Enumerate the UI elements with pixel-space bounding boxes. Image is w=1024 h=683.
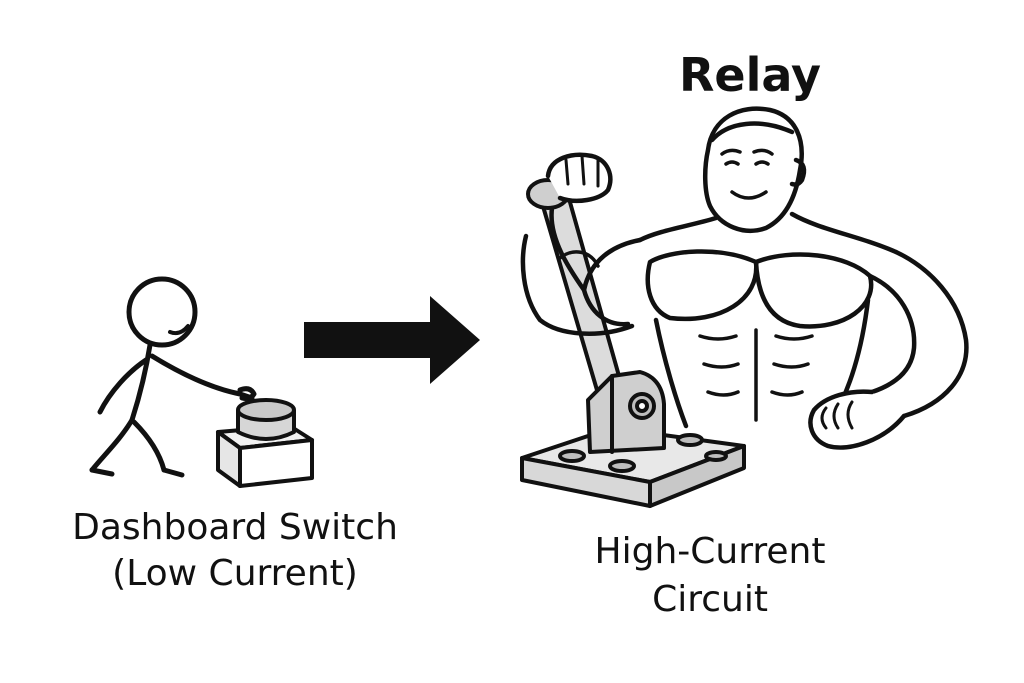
dashboard-switch-caption: Dashboard Switch (Low Current) bbox=[30, 505, 440, 597]
lever-switch-icon bbox=[520, 178, 746, 508]
right-arrow-icon bbox=[304, 296, 480, 384]
high-current-circuit-caption: High-Current Circuit bbox=[530, 528, 890, 624]
muscleman-icon bbox=[520, 106, 969, 450]
push-button-switch-icon bbox=[216, 398, 314, 488]
dashboard-switch-caption-line2: (Low Current) bbox=[112, 553, 358, 594]
high-current-circuit-caption-line1: High-Current bbox=[594, 531, 826, 572]
dashboard-switch-caption-line1: Dashboard Switch bbox=[72, 507, 398, 548]
relay-title: Relay bbox=[679, 48, 821, 102]
stick-figure-icon bbox=[89, 276, 257, 478]
high-current-circuit-caption-line2: Circuit bbox=[652, 579, 768, 620]
